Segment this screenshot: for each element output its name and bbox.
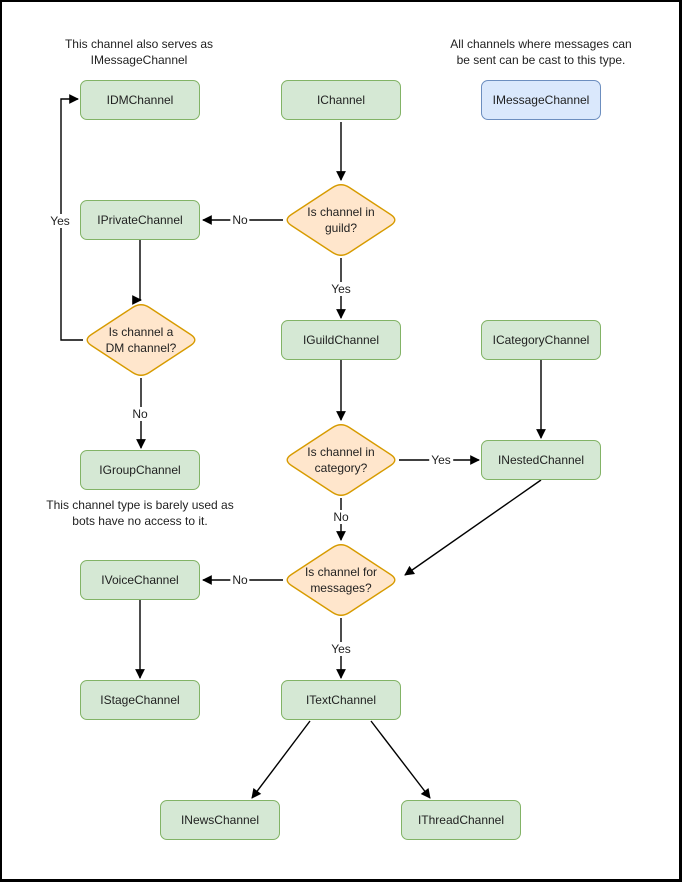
decision-is-dm-line2: DM channel? [105,341,177,355]
edge-itextchannel-to-inewschannel [251,720,311,799]
edge-label-guild-yes: Yes [329,282,353,296]
edge-inestedchannel-to-for-messages [404,479,542,576]
node-ichannel: IChannel [281,80,401,120]
node-idmchannel-label: IDMChannel [106,93,174,107]
annotation-group-note-line2: bots have no access to it. [72,514,208,528]
decision-is-channel-a-dm-shape [86,304,196,376]
node-ivoicechannel: IVoiceChannel [80,560,200,600]
node-itextchannel: ITextChannel [281,680,401,720]
node-igroupchannel-label: IGroupChannel [99,463,181,477]
annotation-group-note-line1: This channel type is barely used as [46,498,234,512]
annotation-dm-note: This channel also serves as IMessageChan… [19,36,259,68]
decision-is-channel-for-messages-shape [286,544,396,616]
node-inewschannel: INewsChannel [160,800,280,840]
decision-in-guild-line1: Is channel in [307,205,375,219]
node-iprivatechannel: IPrivateChannel [80,200,200,240]
edge-label-messages-no: No [230,573,250,587]
edge-label-category-yes: Yes [429,453,453,467]
decision-in-category-line2: category? [314,461,368,475]
edge-label-guild-no: No [230,213,250,227]
decision-is-channel-a-dm-label: Is channel a DM channel? [79,324,203,356]
node-igroupchannel: IGroupChannel [80,450,200,490]
edge-label-dm-yes: Yes [48,214,72,228]
annotation-group-note: This channel type is barely used as bots… [20,497,260,529]
edge-itextchannel-to-ithreadchannel [370,720,431,799]
decision-in-category-line1: Is channel in [307,445,375,459]
edge-label-category-no: No [331,510,351,524]
annotation-dm-note-line2: IMessageChannel [90,53,188,67]
decision-is-dm-line1: Is channel a [108,325,174,339]
decision-for-messages-line2: messages? [310,581,372,595]
decision-in-guild-line2: guild? [324,221,358,235]
node-ichannel-label: IChannel [316,93,366,107]
annotation-message-note: All channels where messages can be sent … [421,36,661,68]
node-icategorychannel: ICategoryChannel [481,320,601,360]
node-idmchannel: IDMChannel [80,80,200,120]
node-istagechannel: IStageChannel [80,680,200,720]
node-inewschannel-label: INewsChannel [180,813,260,827]
node-inestedchannel-label: INestedChannel [497,453,585,467]
annotation-dm-note-line1: This channel also serves as [64,37,214,51]
decision-for-messages-line1: Is channel for [304,565,378,579]
decision-is-channel-in-category-shape [286,424,396,496]
node-icategorychannel-label: ICategoryChannel [492,333,590,347]
edge-label-messages-yes: Yes [329,642,353,656]
node-inestedchannel: INestedChannel [481,440,601,480]
node-imessagechannel-label: IMessageChannel [492,93,590,107]
node-iguildchannel: IGuildChannel [281,320,401,360]
node-itextchannel-label: ITextChannel [305,693,377,707]
edge-label-dm-no: No [130,407,150,421]
node-istagechannel-label: IStageChannel [100,693,180,707]
edge-iprivatechannel-to-is-dm [132,240,142,305]
node-ithreadchannel: IThreadChannel [401,800,521,840]
decision-is-channel-for-messages-label: Is channel for messages? [279,564,403,596]
node-ithreadchannel-label: IThreadChannel [417,813,505,827]
node-iprivatechannel-label: IPrivateChannel [97,213,183,227]
decision-is-channel-in-category-label: Is channel in category? [279,444,403,476]
decision-is-channel-in-guild-label: Is channel in guild? [279,204,403,236]
node-ivoicechannel-label: IVoiceChannel [101,573,179,587]
node-imessagechannel: IMessageChannel [481,80,601,120]
annotation-message-note-line2: be sent can be cast to this type. [456,53,626,67]
annotation-message-note-line1: All channels where messages can [450,37,632,51]
decision-is-channel-in-guild-shape [286,184,396,256]
node-iguildchannel-label: IGuildChannel [302,333,380,347]
